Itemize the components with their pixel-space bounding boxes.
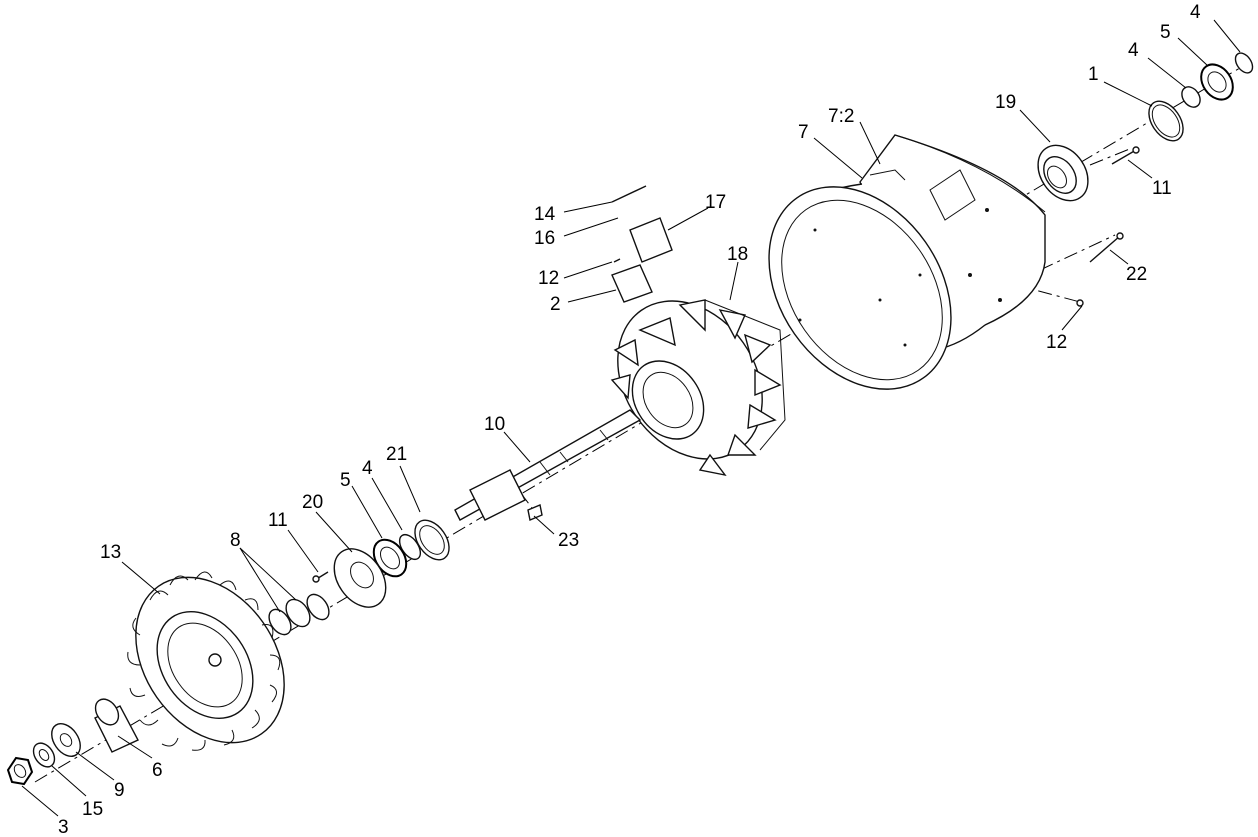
callout-9: 9 — [114, 780, 125, 801]
callout-7: 7 — [798, 122, 809, 143]
callout-11-top: 11 — [1152, 178, 1172, 199]
key-square-lower — [611, 264, 653, 303]
callout-8: 8 — [230, 530, 241, 551]
key-square-upper — [629, 217, 673, 263]
nut-right — [1076, 299, 1084, 307]
callout-22: 22 — [1126, 264, 1147, 285]
callout-15: 15 — [82, 799, 103, 820]
lock-washer — [32, 742, 56, 768]
callout-2: 2 — [550, 294, 561, 315]
callout-14: 14 — [534, 204, 556, 225]
fan-wheel — [127, 571, 285, 751]
callout-3: 3 — [58, 817, 69, 837]
hex-nut — [6, 756, 34, 786]
callout-4-mid: 4 — [1128, 40, 1139, 61]
callout-labels: 4 5 4 1 19 7:2 7 11 22 12 14 16 17 18 12… — [58, 2, 1201, 837]
callout-17: 17 — [705, 192, 726, 213]
callout-13: 13 — [100, 542, 121, 563]
callout-23: 23 — [558, 530, 579, 551]
retaining-ring-large — [1148, 100, 1184, 142]
callout-18: 18 — [727, 244, 748, 265]
callout-21: 21 — [386, 444, 407, 465]
shaft — [454, 409, 642, 521]
bearing-housing-lower — [333, 548, 387, 608]
bearing-housing — [1037, 144, 1089, 202]
snap-ring-upper-inner — [1181, 86, 1201, 108]
lock-plate — [414, 519, 450, 561]
callout-16: 16 — [534, 228, 555, 249]
callout-4-top: 4 — [1190, 2, 1201, 23]
callout-12-right: 12 — [1046, 332, 1067, 353]
washer-flat — [51, 723, 81, 757]
callout-19: 19 — [995, 92, 1016, 113]
shaft-key — [527, 504, 543, 521]
spacer-ring-b — [285, 598, 311, 628]
callout-11-low: 11 — [268, 510, 288, 531]
bolt-lower — [312, 571, 329, 583]
bolt-long — [1089, 232, 1124, 263]
callout-5-low: 5 — [340, 470, 351, 491]
callout-12-left: 12 — [538, 268, 559, 289]
key-thin — [611, 185, 647, 263]
callout-1: 1 — [1088, 64, 1099, 85]
snap-ring-upper-outer — [1234, 52, 1254, 74]
callout-7-2: 7:2 — [828, 106, 854, 127]
spacer-ring-a — [306, 593, 330, 621]
callout-4-low: 4 — [362, 458, 373, 479]
bearing-lower — [372, 538, 408, 578]
callout-6: 6 — [152, 760, 163, 781]
callout-5-top: 5 — [1160, 22, 1171, 43]
spacer-ring-c — [268, 608, 292, 636]
bolt-upper — [1111, 146, 1140, 165]
fan-housing — [768, 134, 1046, 390]
callout-10: 10 — [484, 414, 505, 435]
bushing — [94, 698, 139, 753]
impeller — [610, 299, 786, 477]
bearing-upper — [1200, 63, 1234, 101]
callout-20: 20 — [302, 492, 323, 513]
leader-lines — [21, 19, 1241, 817]
